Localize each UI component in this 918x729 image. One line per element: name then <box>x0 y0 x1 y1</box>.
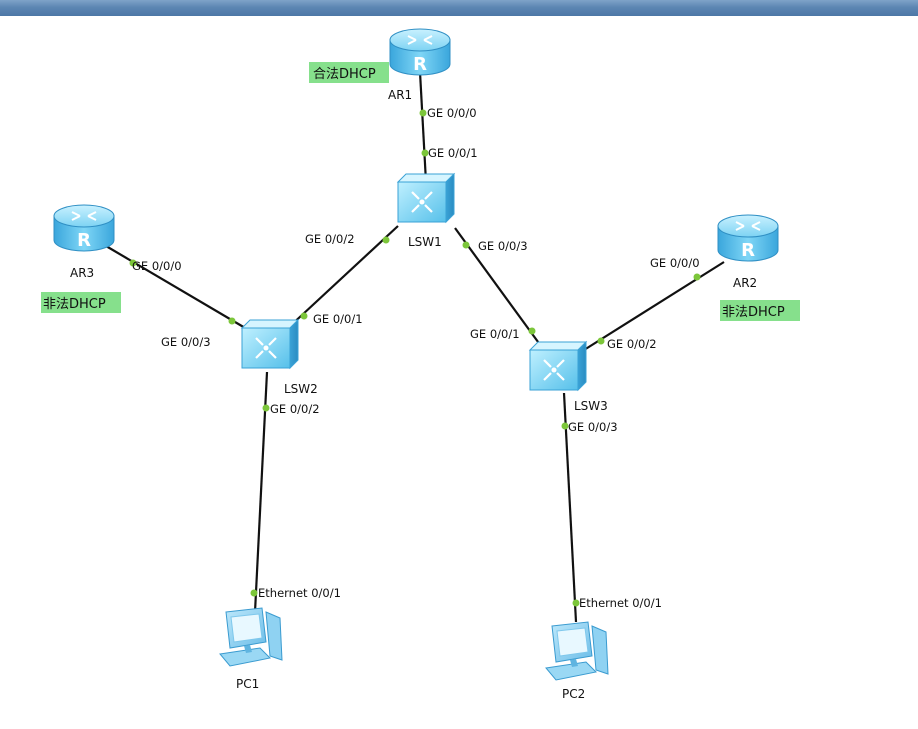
port-dots <box>129 109 701 607</box>
pc-icon <box>219 607 283 667</box>
port-label-ar2-ge000: GE 0/0/0 <box>650 256 700 270</box>
link-ar1-lsw1[interactable] <box>418 71 428 183</box>
port-label-ar1-ge000: GE 0/0/0 <box>427 106 477 120</box>
port-label-lsw2-ge003: GE 0/0/3 <box>161 335 211 349</box>
pc2-label: PC2 <box>562 687 585 701</box>
tag-ar3-text: 非法DHCP <box>43 297 106 312</box>
port-dot <box>561 422 569 430</box>
port-dot <box>382 236 390 244</box>
switch-lsw1[interactable] <box>396 172 456 224</box>
port-dot <box>228 317 236 325</box>
port-dot <box>300 312 308 320</box>
port-label-pc2-eth001: Ethernet 0/0/1 <box>579 596 662 610</box>
tag-ar2-text: 非法DHCP <box>722 305 785 320</box>
port-label-lsw1-ge003: GE 0/0/3 <box>478 239 528 253</box>
port-label-lsw2-ge002: GE 0/0/2 <box>270 402 320 416</box>
links <box>105 71 725 623</box>
svg-text:R: R <box>77 230 91 251</box>
router-icon: R <box>717 214 779 262</box>
window-titlebar <box>0 0 918 16</box>
router-ar2[interactable]: R <box>717 214 779 262</box>
switch-lsw3[interactable] <box>528 340 588 392</box>
lsw1-label: LSW1 <box>408 235 442 249</box>
switch-icon <box>528 340 588 392</box>
port-dot <box>462 241 470 249</box>
svg-text:R: R <box>741 240 755 261</box>
port-dot <box>528 327 536 335</box>
port-label-lsw1-ge001: GE 0/0/1 <box>428 146 478 160</box>
switch-lsw2[interactable] <box>240 318 300 370</box>
port-dot <box>262 404 270 412</box>
topology-diagram: GE 0/0/0 GE 0/0/1 GE 0/0/2 GE 0/0/1 GE 0… <box>41 28 800 701</box>
pc1-label: PC1 <box>236 677 259 691</box>
switch-icon <box>396 172 456 224</box>
port-dot <box>693 273 701 281</box>
link-lsw1-lsw2[interactable] <box>287 225 399 329</box>
tag-ar1-text: 合法DHCP <box>313 67 376 82</box>
link-lsw3-pc2[interactable] <box>562 392 578 623</box>
router-icon: R <box>53 204 115 252</box>
ar2-label: AR2 <box>733 276 757 290</box>
pc-pc1[interactable] <box>219 607 283 667</box>
ar3-label: AR3 <box>70 266 94 280</box>
router-ar3[interactable]: R <box>53 204 115 252</box>
ar1-label: AR1 <box>388 88 412 102</box>
port-dot <box>421 149 429 157</box>
port-dot <box>129 259 137 267</box>
lsw3-label: LSW3 <box>574 399 608 413</box>
tag-background <box>309 62 389 83</box>
port-label-pc1-eth001: Ethernet 0/0/1 <box>258 586 341 600</box>
switch-icon <box>240 318 300 370</box>
port-dot <box>419 109 427 117</box>
router-ar1[interactable]: R <box>389 28 451 76</box>
link-ar2-lsw3[interactable] <box>583 261 725 351</box>
tag-ar1-legit-dhcp[interactable]: 合法DHCP <box>309 62 389 83</box>
svg-text:R: R <box>413 54 427 75</box>
port-label-lsw3-ge001: GE 0/0/1 <box>470 327 520 341</box>
pc-pc2[interactable] <box>545 621 609 681</box>
port-label-lsw3-ge002: GE 0/0/2 <box>607 337 657 351</box>
port-labels: GE 0/0/0 GE 0/0/1 GE 0/0/2 GE 0/0/1 GE 0… <box>132 106 700 610</box>
port-dot <box>250 589 258 597</box>
tag-background <box>720 300 800 321</box>
link-ar3-lsw2[interactable] <box>105 245 253 333</box>
tag-background <box>41 292 121 313</box>
port-label-lsw3-ge003: GE 0/0/3 <box>568 420 618 434</box>
pc-icon <box>545 621 609 681</box>
tag-ar3-rogue-dhcp[interactable]: 非法DHCP <box>41 292 121 313</box>
port-dot <box>597 337 605 345</box>
router-icon: R <box>389 28 451 76</box>
port-label-ar3-ge000: GE 0/0/0 <box>132 259 182 273</box>
port-label-lsw1-ge002: GE 0/0/2 <box>305 232 355 246</box>
tag-ar2-rogue-dhcp[interactable]: 非法DHCP <box>720 300 800 321</box>
port-dot <box>572 599 580 607</box>
link-lsw1-lsw3[interactable] <box>454 227 542 347</box>
link-lsw2-pc1[interactable] <box>253 371 269 613</box>
port-label-lsw2-ge001: GE 0/0/1 <box>313 312 363 326</box>
lsw2-label: LSW2 <box>284 382 318 396</box>
topology-canvas[interactable]: GE 0/0/0 GE 0/0/1 GE 0/0/2 GE 0/0/1 GE 0… <box>0 16 918 725</box>
